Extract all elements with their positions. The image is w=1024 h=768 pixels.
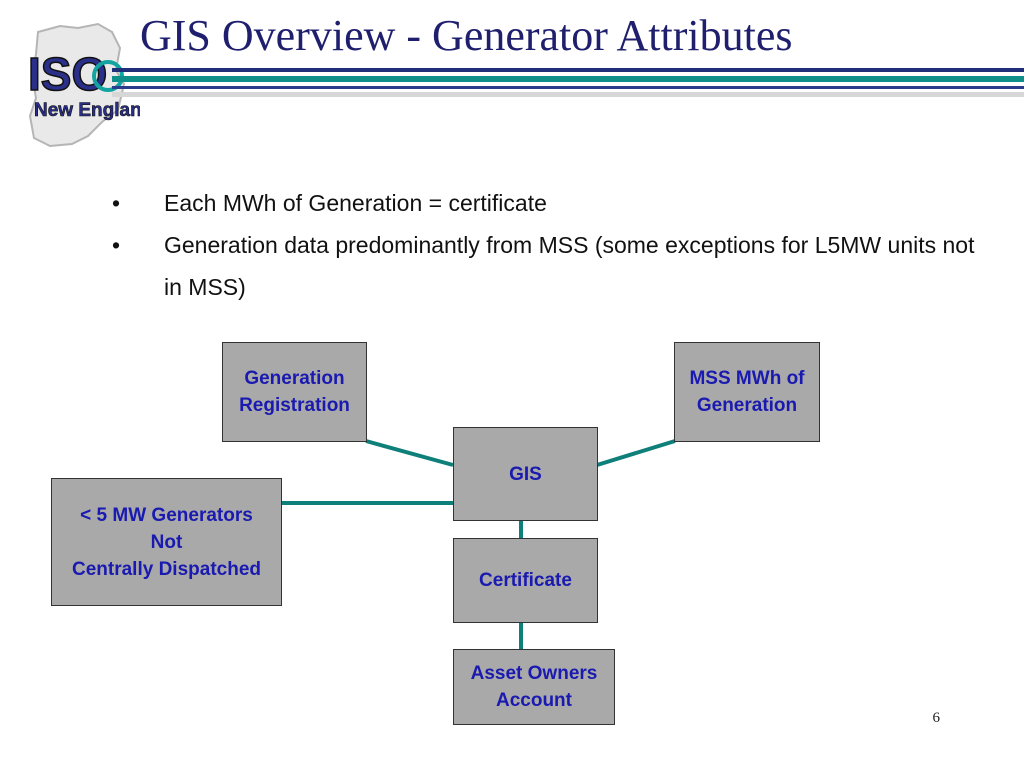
header-stripe-gray (112, 92, 1024, 97)
node-certificate: Certificate (453, 538, 598, 623)
bullet-item: • Generation data predominantly from MSS… (112, 224, 992, 308)
node-small-generators: < 5 MW Generators Not Centrally Dispatch… (51, 478, 282, 606)
bullet-marker: • (112, 232, 121, 258)
node-gis: GIS (453, 427, 598, 521)
logo-new-england-text: New England (34, 100, 140, 121)
bullet-text: Each MWh of Generation = certificate (164, 190, 547, 216)
connector-mss-gis (596, 439, 676, 467)
connector-registration-gis (365, 439, 454, 467)
node-generation-registration: Generation Registration (222, 342, 367, 442)
node-asset-owners-account: Asset Owners Account (453, 649, 615, 725)
header-stripe-blue (112, 86, 1024, 89)
bullet-text: Generation data predominantly from MSS (… (164, 232, 975, 300)
slide-title: GIS Overview - Generator Attributes (140, 11, 793, 60)
node-mss-mwh: MSS MWh of Generation (674, 342, 820, 442)
header-stripe-navy (112, 68, 1024, 72)
bullet-list: • Each MWh of Generation = certificate •… (112, 182, 992, 308)
header-stripe-teal (112, 76, 1024, 82)
new-england-map-shape (28, 22, 126, 148)
iso-new-england-logo: ISO New England (27, 22, 140, 148)
bullet-item: • Each MWh of Generation = certificate (112, 182, 992, 224)
page-number: 6 (932, 710, 941, 726)
bullet-marker: • (112, 190, 121, 216)
